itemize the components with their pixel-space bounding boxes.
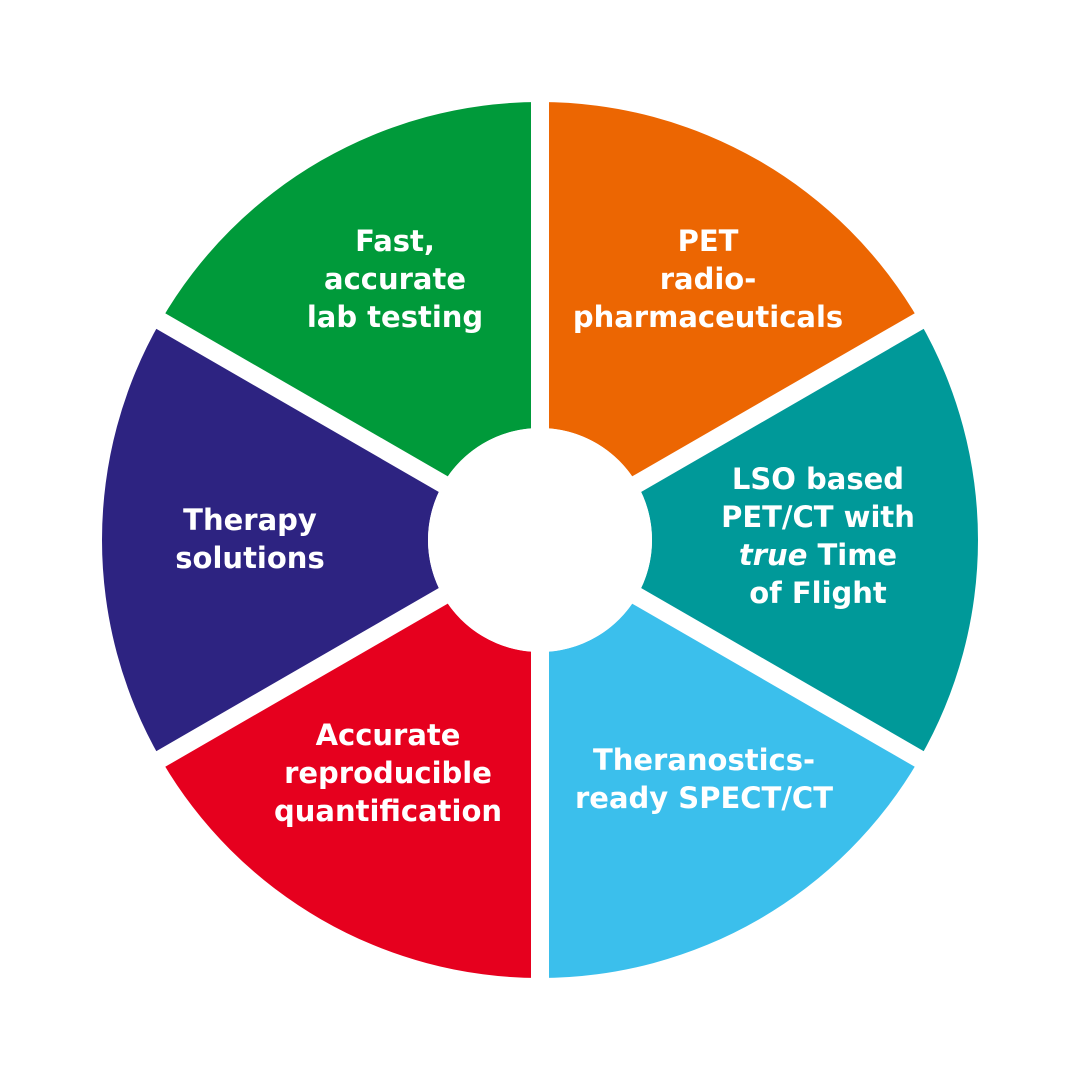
- label-line: radio-: [659, 262, 757, 296]
- label-pet-radiopharmaceuticals: PET radio- pharmaceuticals: [573, 222, 843, 336]
- segment-lab-testing: [160, 102, 540, 484]
- label-line: ready SPECT/CT: [575, 781, 833, 815]
- segment-theranostics-spect-ct: [540, 596, 920, 978]
- label-lso-pet-ct: LSO based PET/CT with true Time of Fligh…: [721, 460, 915, 612]
- label-line: reproducible: [284, 756, 492, 790]
- center-hole: [428, 428, 652, 652]
- label-line: PET: [677, 224, 739, 258]
- label-line: Accurate: [315, 718, 461, 752]
- label-line: pharmaceuticals: [572, 300, 844, 334]
- label-line: lab testing: [306, 300, 484, 334]
- segment-pet-radiopharmaceuticals: [540, 102, 920, 484]
- label-line: solutions: [175, 541, 325, 575]
- label-emphasis: true: [738, 538, 808, 572]
- label-lab-testing: Fast, accurate lab testing: [307, 222, 483, 336]
- segment-quantification: [160, 596, 540, 978]
- label-therapy-solutions: Therapy solutions: [175, 501, 324, 577]
- segment-therapy-solutions: [101, 321, 444, 759]
- label-line: Fast,: [355, 224, 435, 258]
- label-word: Time: [817, 538, 898, 572]
- label-quantification: Accurate reproducible quantification: [274, 716, 502, 830]
- label-line: PET/CT with: [721, 500, 915, 534]
- label-line: accurate: [324, 262, 466, 296]
- label-line: Therapy: [183, 503, 317, 537]
- segment-lso-pet-ct: [636, 321, 978, 759]
- label-line: true Time: [721, 536, 915, 574]
- label-line: Theranostics-: [592, 743, 816, 777]
- label-theranostics-spect-ct: Theranostics- ready SPECT/CT: [575, 741, 833, 817]
- label-line: LSO based: [731, 462, 905, 496]
- label-line: quantification: [273, 794, 503, 828]
- label-line: of Flight: [749, 576, 887, 610]
